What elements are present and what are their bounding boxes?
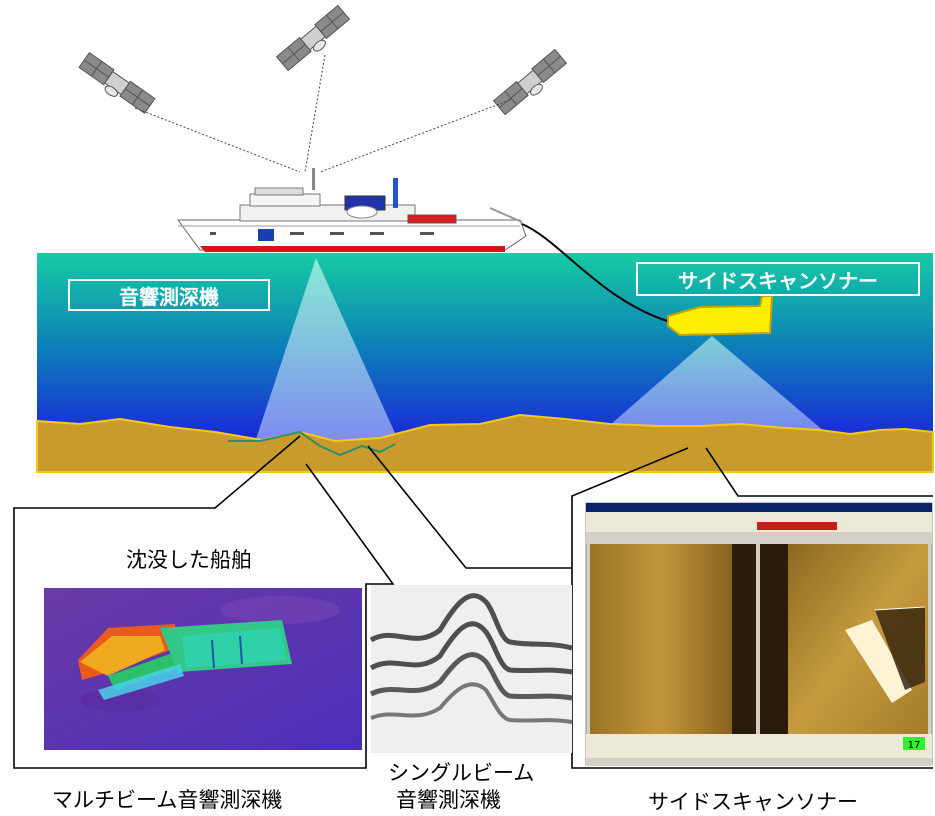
- satellite-icon-right: [492, 48, 568, 116]
- multibeam-image: [44, 588, 362, 750]
- single-beam-echogram: [369, 585, 573, 753]
- side-scan-caption: サイドスキャンソナー: [648, 790, 858, 814]
- seabed-profile-line: [228, 430, 396, 457]
- seabed: [36, 413, 934, 473]
- sunken-ship-caption: 沈没した船舶: [126, 548, 252, 572]
- multibeam-caption: マルチビーム音響測深機: [52, 788, 283, 812]
- side-scan-beam: [610, 336, 825, 432]
- singlebeam-caption-line1: シングルビーム: [388, 761, 535, 785]
- satellite-icon-left: [78, 51, 156, 115]
- survey-ship: [177, 168, 527, 252]
- gps-signal-lines: [134, 54, 511, 173]
- side-scan-sonar-label: サイドスキャンソナー: [636, 262, 920, 296]
- sonar-software-screenshot: 17: [585, 502, 933, 766]
- echo-sounder-beam: [255, 258, 399, 442]
- sonar-status-value: 17: [908, 740, 921, 751]
- towfish-icon: [667, 295, 774, 337]
- satellite-icon-center: [275, 4, 351, 72]
- singlebeam-caption-line2: 音響測深機: [396, 788, 501, 812]
- tow-cable: [521, 223, 671, 323]
- echo-sounder-label: 音響測深機: [68, 279, 270, 311]
